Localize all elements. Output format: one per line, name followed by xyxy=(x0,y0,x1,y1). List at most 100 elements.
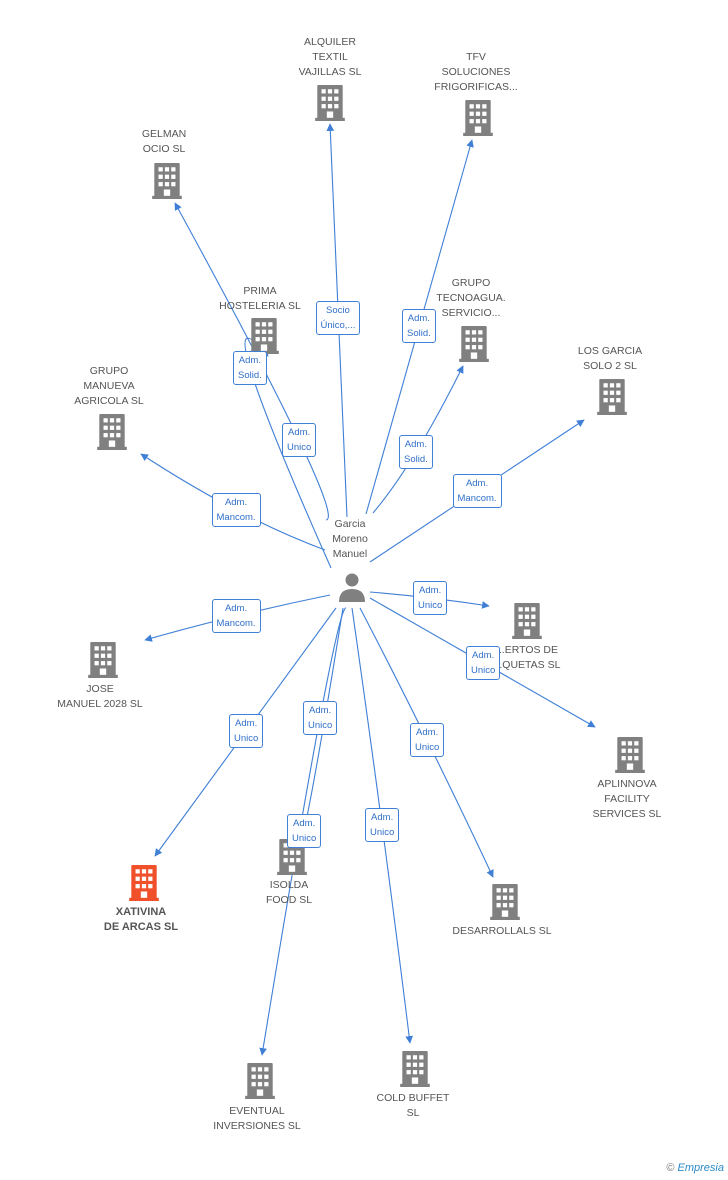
edge-label-line: Adm. xyxy=(472,650,495,661)
watermark: ©Empresia xyxy=(666,1162,724,1174)
company-label-line: ISOLDA xyxy=(269,879,309,891)
edge-label-line: Adm. xyxy=(235,718,258,729)
building-icon[interactable] xyxy=(615,737,645,773)
edge-label-prima[interactable]: Adm.Solid. xyxy=(233,351,267,385)
company-label-line: FRIGORIFICAS... xyxy=(434,81,518,93)
building-icon[interactable] xyxy=(490,884,520,920)
building-icon[interactable] xyxy=(152,163,182,199)
company-label-line: ...ERTOS DE xyxy=(495,644,559,656)
company-label-eventual[interactable]: EVENTUAL INVERSIONES SL xyxy=(192,1104,322,1134)
company-label-line: SL xyxy=(406,1107,420,1119)
building-icon[interactable] xyxy=(88,642,118,678)
edge-label-line: Adm. xyxy=(419,585,442,596)
edge-label-line: Unico xyxy=(415,742,440,753)
company-label-line: OCIO SL xyxy=(142,143,186,155)
edge-label-desarrollals[interactable]: Adm. Unico xyxy=(410,723,445,757)
edge-label-line: Adm. xyxy=(224,497,248,508)
person-icon[interactable] xyxy=(339,573,365,603)
company-label-line: MANUEL 2028 SL xyxy=(57,698,143,710)
company-label-line: FOOD SL xyxy=(265,894,313,906)
company-label-line: SERVICIO... xyxy=(441,307,501,319)
building-icon[interactable] xyxy=(129,865,159,901)
edge-label-aplinnova[interactable]: Adm.Unico xyxy=(466,646,501,680)
company-label-line: JOSE xyxy=(86,683,114,695)
edge-label-xativina[interactable]: Adm. Unico xyxy=(229,714,264,748)
company-label-line: ALQUILER xyxy=(304,36,356,48)
company-label-line: PRIMA xyxy=(243,285,277,297)
company-label-line: EVENTUAL xyxy=(229,1105,285,1117)
company-label-line: SERVICES SL xyxy=(592,808,662,820)
edge-label-gelman[interactable]: Adm.Unico xyxy=(282,423,317,457)
person-name-line: Garcia xyxy=(334,518,366,530)
company-label-alquiler[interactable]: ALQUILER TEXTIL VAJILLAS SL xyxy=(265,35,395,80)
edges-layer xyxy=(140,123,596,1056)
edge-label-line: Adm. xyxy=(238,355,261,366)
edge-label-line: Adm. xyxy=(309,705,332,716)
building-icon[interactable] xyxy=(512,603,542,639)
company-label-line: AGRICOLA SL xyxy=(74,395,144,407)
company-label-line: TEXTIL xyxy=(312,51,348,63)
edge-label-manueva[interactable]: Adm. Mancom. xyxy=(211,493,261,527)
company-label-line: MANUEVA xyxy=(83,380,135,392)
building-icon[interactable] xyxy=(463,100,493,136)
edge-label-line: Unico xyxy=(308,720,333,731)
building-icon[interactable] xyxy=(459,326,489,362)
edge-label-line: Adm. xyxy=(465,478,489,489)
edge-label-line: Unico xyxy=(292,833,317,844)
edge-label-line: Solid. xyxy=(407,328,431,339)
edge-label-line: Mancom. xyxy=(216,618,256,629)
company-label-jose[interactable]: JOSE MANUEL 2028 SL xyxy=(35,682,165,712)
edge-label-line: Adm. xyxy=(288,427,311,438)
edge-label-isolda[interactable]: Adm.Unico xyxy=(287,814,322,848)
edge-label-coldbuffet[interactable]: Adm.Unico xyxy=(365,808,400,842)
company-label-line: XATIVINA xyxy=(115,906,167,918)
company-label-line: TFV xyxy=(466,51,486,63)
building-icon[interactable] xyxy=(597,379,627,415)
company-label-line: DE ARCAS SL xyxy=(103,921,179,933)
person-name-line: Manuel xyxy=(332,548,368,560)
edge-label-jose[interactable]: Adm. Mancom. xyxy=(211,599,261,633)
company-label-line: INVERSIONES SL xyxy=(213,1120,301,1132)
company-label-line: HOSTELERIA SL xyxy=(219,300,301,312)
company-label-line: GRUPO xyxy=(451,277,491,289)
edge-label-tecnoagua[interactable]: Adm.Solid. xyxy=(399,435,433,469)
company-label-isolda[interactable]: ISOLDA FOOD SL xyxy=(224,878,354,908)
company-label-line: VAJILLAS SL xyxy=(298,66,362,78)
company-label-line: GRUPO xyxy=(89,365,129,377)
edge-label-line: Mancom. xyxy=(216,512,256,523)
building-icon[interactable] xyxy=(400,1051,430,1087)
building-icon[interactable] xyxy=(249,318,279,354)
edge-label-losgarcia[interactable]: Adm.Mancom. xyxy=(452,474,502,508)
company-label-line: GELMAN xyxy=(141,128,187,140)
edge-label-line: Unico xyxy=(370,827,395,838)
edge-label-line: Adm. xyxy=(224,603,248,614)
edge-label-eventual[interactable]: Adm. Unico xyxy=(303,701,338,735)
company-label-xativina[interactable]: XATIVINA DE ARCAS SL xyxy=(76,905,206,935)
edge-label-line: Adm. xyxy=(416,727,439,738)
building-icon[interactable] xyxy=(97,414,127,450)
company-label-line: ...QUETAS SL xyxy=(493,659,561,671)
building-icon[interactable] xyxy=(245,1063,275,1099)
nodes-layer xyxy=(88,85,645,1099)
company-label-huertos[interactable]: ...ERTOS DE ...QUETAS SL xyxy=(462,643,592,673)
edge-label-line: Unico xyxy=(234,733,259,744)
company-label-gelman[interactable]: GELMAN OCIO SL xyxy=(99,127,229,157)
company-label-desarrollals[interactable]: DESARROLLALS SL xyxy=(437,924,567,939)
company-label-prima[interactable]: PRIMA HOSTELERIA SL xyxy=(195,284,325,314)
building-icon[interactable] xyxy=(315,85,345,121)
copyright-symbol: © xyxy=(666,1162,675,1174)
company-label-manueva[interactable]: GRUPO MANUEVA AGRICOLA SL xyxy=(44,364,174,409)
edge-label-tfv[interactable]: Adm.Solid. xyxy=(402,309,436,343)
company-label-line: FACILITY xyxy=(604,793,650,805)
edge-label-huertos[interactable]: Adm.Unico xyxy=(413,581,448,615)
company-label-line: DESARROLLALS SL xyxy=(452,925,552,937)
brand-name: Empresia xyxy=(677,1162,724,1174)
